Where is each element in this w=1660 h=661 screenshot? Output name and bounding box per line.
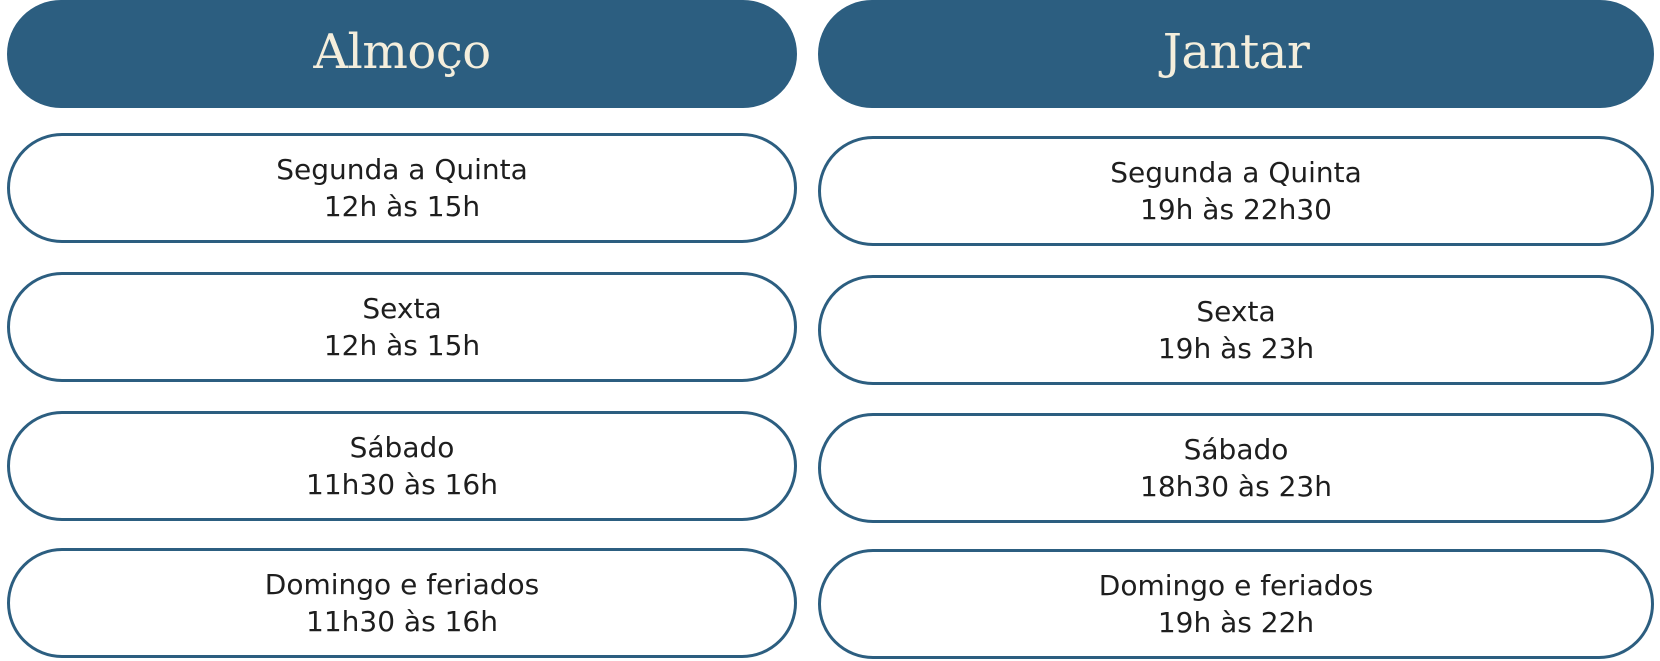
slot-day: Domingo e feriados (264, 568, 540, 601)
slot-hours: 19h às 22h30 (1140, 193, 1332, 226)
lunch-slot-saturday: Sábado 11h30 às 16h (7, 411, 797, 521)
dinner-slot-saturday: Sábado 18h30 às 23h (818, 413, 1654, 523)
lunch-slot-friday: Sexta 12h às 15h (7, 272, 797, 382)
slot-hours: 19h às 22h (1157, 606, 1315, 639)
slot-hours: 12h às 15h (323, 190, 481, 223)
slot-hours: 11h30 às 16h (306, 468, 498, 501)
lunch-slot-weekdays: Segunda a Quinta 12h às 15h (7, 133, 797, 243)
slot-day: Sábado (349, 431, 455, 464)
dinner-header: Jantar (818, 0, 1654, 108)
slot-hours: 11h30 às 16h (306, 605, 498, 638)
lunch-title: Almoço (313, 24, 491, 80)
lunch-header: Almoço (7, 0, 797, 108)
dinner-slot-friday: Sexta 19h às 23h (818, 275, 1654, 385)
dinner-slot-sunday-holidays: Domingo e feriados 19h às 22h (818, 549, 1654, 659)
lunch-slot-sunday-holidays: Domingo e feriados 11h30 às 16h (7, 548, 797, 658)
slot-day: Sábado (1183, 433, 1289, 466)
slot-hours: 18h30 às 23h (1140, 470, 1332, 503)
slot-hours: 12h às 15h (323, 329, 481, 362)
dinner-title: Jantar (1162, 24, 1310, 80)
dinner-slot-weekdays: Segunda a Quinta 19h às 22h30 (818, 136, 1654, 246)
slot-day: Domingo e feriados (1098, 569, 1374, 602)
slot-day: Segunda a Quinta (1110, 156, 1362, 189)
slot-day: Sexta (362, 292, 442, 325)
slot-day: Sexta (1196, 295, 1276, 328)
slot-hours: 19h às 23h (1157, 332, 1315, 365)
slot-day: Segunda a Quinta (276, 153, 528, 186)
